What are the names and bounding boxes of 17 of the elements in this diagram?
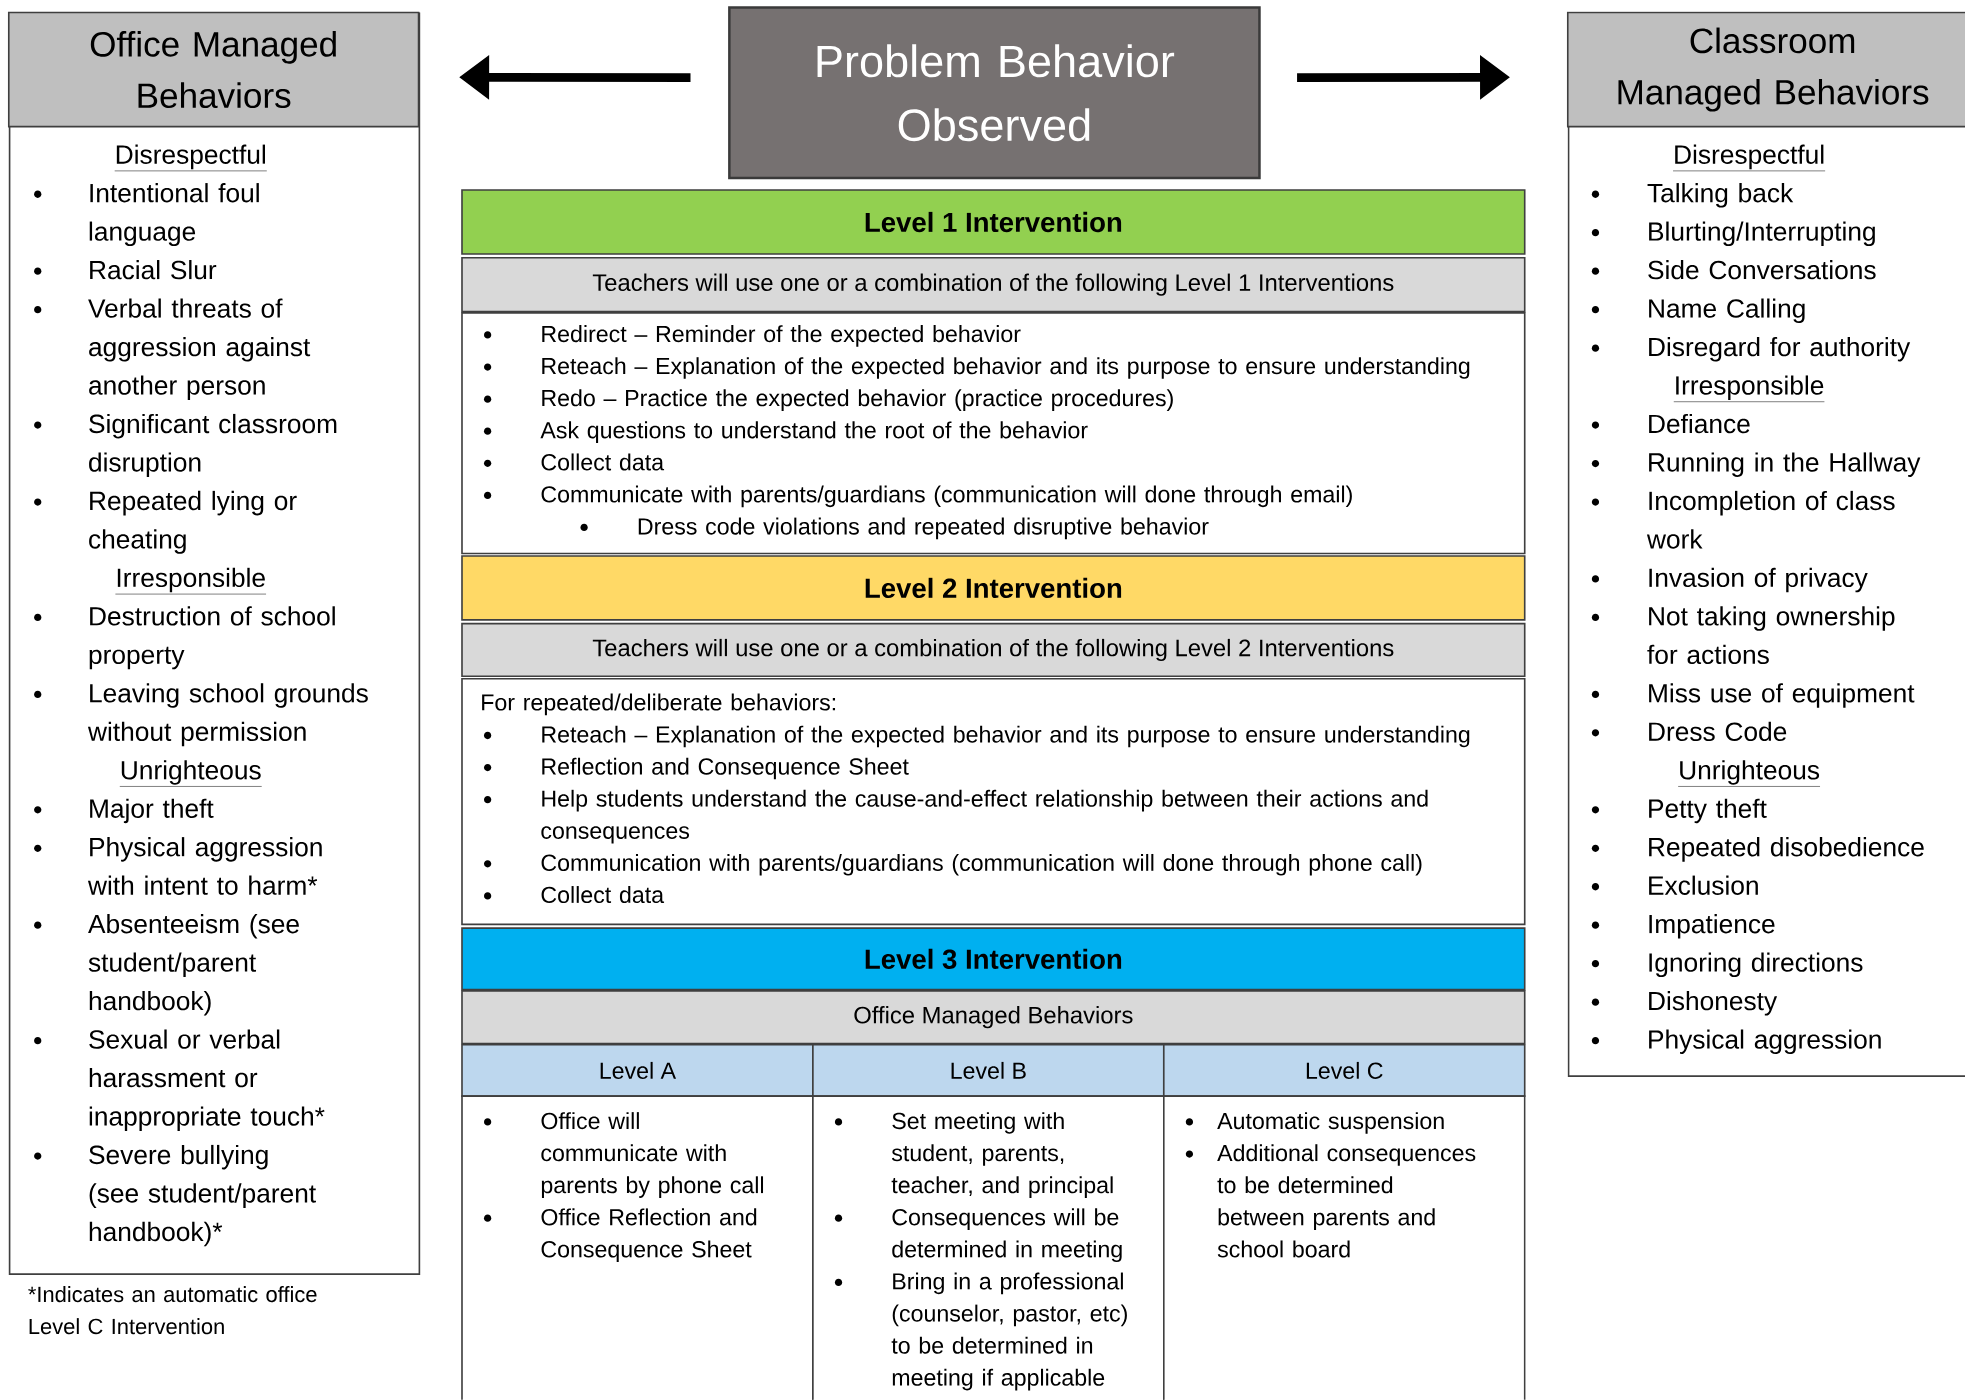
table-cell: Office will communicate with parents by phone call Office Reflection and Consequence Sheet	[461, 1095, 814, 1400]
subtitle-bar: Teachers will use one or a combination of the following Level 1 Interventions	[461, 257, 1526, 313]
subtitle-bar: Teachers will use one or a combination of the following Level 2 Interventions	[461, 622, 1526, 678]
column-header: Level B	[812, 1044, 1165, 1098]
behavior-panel: Office Managed Behaviors Disrespectful Intentional foul language Racial Slur Verbal threats of aggression against another person Significant classroom disruption Repeated lying or cheating Irresponsible Destruction of school property Leaving school grounds without permission Unrighteous Major theft Physical aggression with intent to harm* Absenteeism (see student/parent handbook) Sexual or verbal harassment or inappropriate touch* Severe bullying (see student/parent handbook)*	[7, 11, 421, 1275]
table-cell: Set meeting with student, parents, teacher, and principal Consequences will be determined in meeting Bring in a professional (counselor, pastor, etc) to be determined in meeting if applicable	[812, 1095, 1165, 1400]
behavior-panel: Classroom Managed Behaviors Disrespectful Talking back Blurting/Interrupting Side Conversations Name Calling Disregard for authority Irresponsible Defiance Running in the Hallway Incompletion of class work Invasion of privacy Not taking ownership for actions Miss use of equipment Dress Code Unrighteous Petty theft Repeated disobedience Exclusion Impatience Ignoring directions Dishonesty Physical aggression	[1566, 11, 1965, 1077]
title-box: Problem Behavior Observed	[728, 6, 1261, 180]
column-header: Level C	[1162, 1044, 1526, 1098]
column-header: Level A	[461, 1044, 814, 1098]
level-banner: Level 3 Intervention	[461, 927, 1526, 991]
intervention-list: Redirect – Reminder of the expected behavior Reteach – Explanation of the expected behavior and its purpose to ensure understanding Redo – Practice the expected behavior (practice procedures) Ask questions to understand the root of the behavior Collect data Communicate with parents/guardians (communication will done through email) Dress code violations and repeated disruptive behavior	[461, 312, 1526, 555]
subtitle-bar: Office Managed Behaviors	[461, 990, 1526, 1045]
intervention-list: For repeated/deliberate behaviors: Reteach – Explanation of the expected behavior and its purpose to ensure understanding Reflection and Consequence Sheet Help students understand the cause-and-effect relationship between their actions and consequences Communication with parents/guardians (communication will done through phone call) Collect data	[461, 678, 1526, 926]
level-banner: Level 2 Intervention	[461, 555, 1526, 621]
table-cell: Automatic suspension Additional consequences to be determined between parents and school board	[1162, 1095, 1526, 1400]
level-banner: Level 1 Intervention	[461, 189, 1526, 255]
